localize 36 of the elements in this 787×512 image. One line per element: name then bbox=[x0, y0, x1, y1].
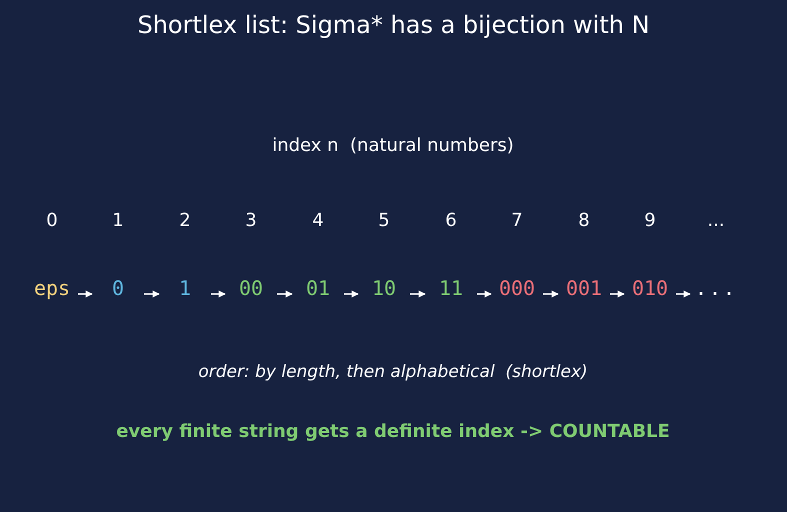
axis-heading: index n (natural numbers) bbox=[272, 137, 514, 155]
index-number: 8 bbox=[578, 212, 590, 230]
index-number: 5 bbox=[378, 212, 390, 230]
string-label: 01 bbox=[306, 278, 330, 298]
arrow bbox=[211, 290, 226, 298]
string-label: 00 bbox=[238, 278, 264, 298]
index-number: 3 bbox=[245, 212, 257, 230]
index-number: 6 bbox=[445, 212, 457, 230]
arrow bbox=[277, 290, 293, 298]
ellipsis: ... bbox=[694, 278, 738, 298]
string-label: eps bbox=[34, 278, 70, 298]
arrow bbox=[78, 290, 93, 298]
index-number: 1 bbox=[112, 212, 124, 230]
arrow bbox=[543, 290, 559, 298]
string-label: 0 bbox=[112, 278, 124, 298]
arrow bbox=[144, 290, 160, 298]
ordering-note: order: by length, then alphabetical (shortlex) bbox=[198, 364, 588, 381]
index-number: 2 bbox=[179, 212, 191, 230]
title: Shortlex list: Sigma* has a bijection with N bbox=[136, 13, 651, 37]
index-number: 9 bbox=[644, 212, 656, 230]
string-label: 10 bbox=[372, 278, 396, 298]
arrow bbox=[344, 290, 359, 298]
arrow bbox=[410, 290, 426, 298]
string-label: 000 bbox=[498, 278, 536, 298]
index-number: 7 bbox=[511, 212, 523, 230]
string-label: 1 bbox=[178, 278, 192, 298]
arrow bbox=[610, 290, 625, 298]
arrow bbox=[676, 290, 691, 298]
string-label: 11 bbox=[438, 278, 464, 298]
index-number: ... bbox=[707, 212, 725, 230]
string-label: 001 bbox=[566, 278, 602, 298]
index-number: 0 bbox=[46, 212, 58, 230]
string-label: 010 bbox=[632, 278, 668, 298]
arrow bbox=[477, 290, 492, 298]
index-number: 4 bbox=[312, 212, 324, 230]
conclusion-text: every finite string gets a definite index -> COUNTABLE bbox=[116, 423, 670, 441]
